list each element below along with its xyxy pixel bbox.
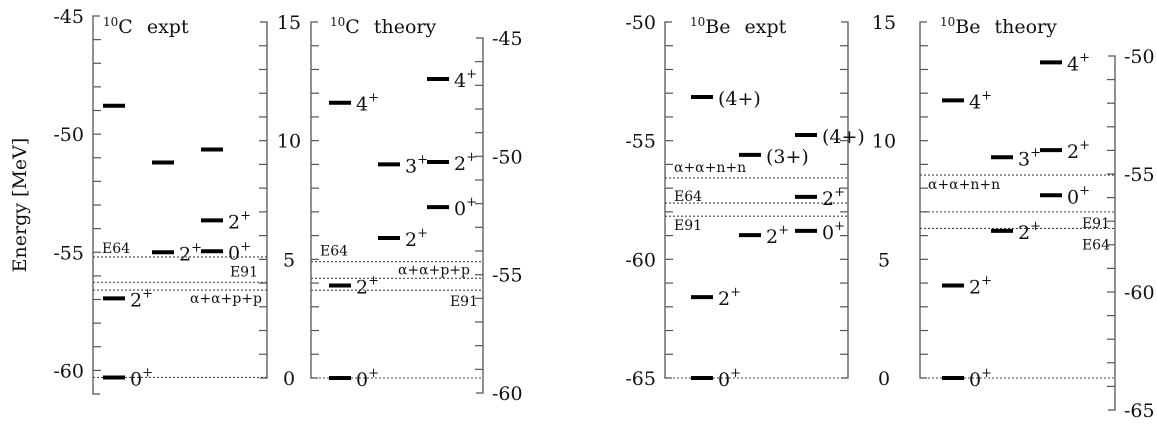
y-axis-label: Energy [MeV] bbox=[9, 138, 31, 273]
level-label: 2+ bbox=[1067, 138, 1090, 163]
level-label: 2+ bbox=[405, 226, 428, 251]
left-axis-tick-label: 10 bbox=[277, 131, 301, 153]
right-axis-tick-label: 0 bbox=[878, 368, 890, 390]
left-axis-tick-label: -50 bbox=[53, 124, 84, 146]
right-axis-tick-label: -55 bbox=[1124, 164, 1155, 186]
left-axis-tick-label: 5 bbox=[878, 249, 890, 271]
threshold-label: E64 bbox=[102, 241, 130, 257]
left-axis-tick-label: -50 bbox=[625, 12, 656, 34]
left-axis-tick-label: -65 bbox=[625, 368, 656, 390]
right-axis-tick-label: 5 bbox=[878, 249, 890, 271]
level-label: 2+ bbox=[356, 273, 379, 298]
level-label: 3+ bbox=[1018, 145, 1041, 170]
right-axis-tick-label: 0 bbox=[283, 368, 295, 390]
right-axis-line bbox=[260, 21, 268, 379]
level-label: 2+ bbox=[718, 285, 741, 310]
right-axis-line bbox=[1108, 55, 1116, 411]
left-axis-tick-label: 5 bbox=[283, 249, 295, 271]
right-axis-tick-label: -55 bbox=[492, 265, 523, 287]
right-axis-tick-label: -50 bbox=[1124, 46, 1155, 68]
level-label: 0+ bbox=[822, 219, 845, 244]
level-label: 0+ bbox=[1067, 183, 1090, 208]
level-label: 4+ bbox=[1067, 50, 1090, 75]
threshold-label: α+α+p+p bbox=[398, 262, 470, 278]
right-axis-tick-label: -60 bbox=[492, 383, 523, 405]
right-axis-line bbox=[476, 37, 484, 394]
level-label: 0+ bbox=[228, 239, 251, 264]
level-label: 0+ bbox=[454, 195, 477, 220]
level-label: 0+ bbox=[356, 366, 379, 391]
level-label: 4+ bbox=[454, 67, 477, 92]
level-label: 2+ bbox=[454, 150, 477, 175]
level-label: 3+ bbox=[405, 152, 428, 177]
left-axis-line bbox=[919, 21, 927, 379]
right-axis-tick-label: -65 bbox=[1124, 400, 1155, 422]
level-label: 2+ bbox=[766, 223, 789, 248]
right-axis-tick-label: 5 bbox=[283, 249, 295, 271]
right-axis-tick-label: -60 bbox=[1124, 282, 1155, 304]
left-axis-tick-label: -55 bbox=[53, 242, 84, 264]
level-label: 4+ bbox=[969, 88, 992, 113]
left-axis-tick-label: 0 bbox=[878, 368, 890, 390]
threshold-label: E91 bbox=[230, 264, 258, 280]
right-axis-tick-label: 15 bbox=[277, 12, 301, 34]
left-axis-line bbox=[310, 21, 318, 379]
threshold-label: E91 bbox=[674, 218, 702, 234]
right-axis-tick-label: 15 bbox=[872, 12, 896, 34]
threshold-label: E64 bbox=[320, 244, 348, 260]
right-axis-tick-label: -50 bbox=[492, 146, 523, 168]
left-axis-tick-label: -55 bbox=[625, 131, 656, 153]
threshold-label: α+α+p+p bbox=[190, 291, 262, 307]
threshold-label: E64 bbox=[1082, 237, 1110, 253]
left-axis-tick-label: -60 bbox=[53, 360, 84, 382]
level-label: 0+ bbox=[130, 365, 153, 390]
left-axis-tick-label: 15 bbox=[277, 12, 301, 34]
right-axis-tick-label: 10 bbox=[872, 131, 896, 153]
threshold-label: E91 bbox=[450, 294, 478, 310]
level-label: 4+ bbox=[356, 91, 379, 116]
level-label: 2+ bbox=[1018, 219, 1041, 244]
left-axis-tick-label: -45 bbox=[53, 6, 84, 28]
level-label: 2+ bbox=[822, 185, 845, 210]
level-label: (3+) bbox=[766, 146, 809, 168]
left-axis-tick-label: -60 bbox=[625, 249, 656, 271]
threshold-label: E64 bbox=[674, 189, 702, 205]
threshold-label: α+α+n+n bbox=[928, 177, 1000, 193]
level-label: (4+) bbox=[822, 126, 865, 148]
left-axis-tick-label: 10 bbox=[872, 131, 896, 153]
level-label: 0+ bbox=[969, 366, 992, 391]
level-label: 2+ bbox=[969, 273, 992, 298]
right-axis-tick-label: -45 bbox=[492, 28, 523, 50]
left-axis-tick-label: 15 bbox=[872, 12, 896, 34]
level-label: 2+ bbox=[179, 240, 202, 265]
level-label: 0+ bbox=[718, 366, 741, 391]
right-axis-tick-label: 10 bbox=[277, 131, 301, 153]
left-axis-line bbox=[664, 21, 672, 379]
level-label: (4+) bbox=[718, 88, 761, 110]
left-axis-tick-label: 0 bbox=[283, 368, 295, 390]
level-label: 2+ bbox=[228, 208, 251, 233]
level-label: 2+ bbox=[130, 286, 153, 311]
threshold-label: E91 bbox=[1082, 216, 1110, 232]
threshold-label: α+α+n+n bbox=[674, 160, 746, 176]
right-axis-line bbox=[841, 21, 849, 379]
